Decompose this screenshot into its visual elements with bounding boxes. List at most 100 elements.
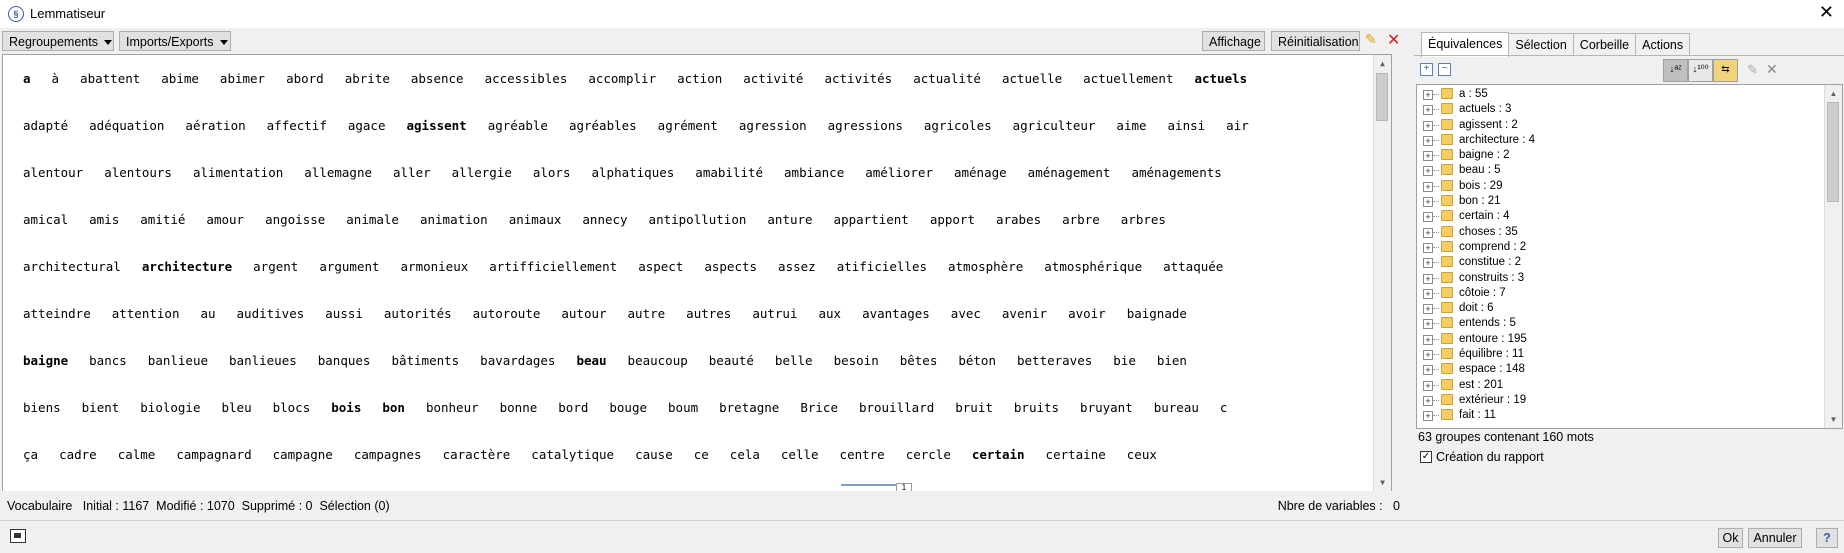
word-item[interactable]: Brice xyxy=(800,400,838,415)
word-item[interactable]: aménagements xyxy=(1131,165,1222,180)
expand-icon[interactable]: + xyxy=(1423,181,1433,192)
word-item[interactable]: avoir xyxy=(1068,306,1106,321)
word-item[interactable]: angoisse xyxy=(265,212,326,227)
word-item[interactable]: adapté xyxy=(23,118,69,133)
word-item[interactable]: bruit xyxy=(955,400,993,415)
word-item[interactable]: calme xyxy=(117,447,156,462)
word-item[interactable]: biologie xyxy=(140,400,201,415)
word-item[interactable]: agace xyxy=(347,118,386,133)
word-item[interactable]: catalytique xyxy=(531,447,615,462)
word-item[interactable]: baignade xyxy=(1126,306,1187,321)
word-item[interactable]: autres xyxy=(686,306,732,321)
word-item[interactable]: amabilité xyxy=(695,165,764,180)
tab-equivalences[interactable]: Équivalences xyxy=(1421,32,1510,57)
expand-icon[interactable]: + xyxy=(1423,197,1433,208)
word-item[interactable]: activité xyxy=(743,71,804,86)
word-item[interactable]: artifficiellement xyxy=(489,259,618,274)
word-item[interactable]: abord xyxy=(286,71,324,86)
tree-item[interactable]: +est : 201 xyxy=(1417,378,1822,393)
word-item[interactable]: allemagne xyxy=(304,165,372,180)
word-item[interactable]: avantages xyxy=(862,306,930,321)
word-item[interactable]: banlieue xyxy=(147,353,209,368)
word-item[interactable]: campagne xyxy=(272,447,333,462)
tab-selection[interactable]: Sélection xyxy=(1508,33,1574,56)
word-item[interactable]: bie xyxy=(1113,353,1136,368)
tree-item[interactable]: +actuels : 3 xyxy=(1417,102,1822,117)
word-item[interactable]: agression xyxy=(738,118,807,133)
word-item[interactable]: atmosphérique xyxy=(1044,259,1143,274)
word-item[interactable]: apport xyxy=(929,212,975,227)
expand-icon[interactable]: + xyxy=(1423,90,1433,100)
expand-icon[interactable]: + xyxy=(1423,334,1433,345)
word-item[interactable]: à xyxy=(51,71,60,86)
word-item[interactable]: autre xyxy=(627,306,666,321)
word-item[interactable]: attention xyxy=(111,306,180,321)
expand-icon[interactable]: + xyxy=(1423,151,1433,162)
word-item[interactable]: bêtes xyxy=(899,353,938,368)
expand-icon[interactable]: + xyxy=(1423,120,1433,131)
word-item[interactable]: alentours xyxy=(104,165,172,180)
console-icon[interactable] xyxy=(10,529,26,543)
word-item[interactable]: arabes xyxy=(995,212,1042,227)
word-item[interactable]: aller xyxy=(393,165,431,180)
affichage-button[interactable]: Affichage xyxy=(1202,31,1265,51)
word-item[interactable]: action xyxy=(677,71,723,86)
tree-item[interactable]: +entends : 5 xyxy=(1417,316,1822,331)
sort-numeric-icon[interactable]: ↓¹⁰⁰ xyxy=(1688,59,1713,82)
expand-icon[interactable]: + xyxy=(1423,258,1433,269)
tree-item[interactable]: +constitue : 2 xyxy=(1417,255,1822,270)
close-icon[interactable]: ✕ xyxy=(1818,2,1834,22)
word-item[interactable]: caractère xyxy=(442,447,511,462)
word-item[interactable]: agissent xyxy=(406,118,467,133)
tree-item[interactable]: +équilibre : 11 xyxy=(1417,347,1822,362)
word-item[interactable]: accomplir xyxy=(588,71,657,86)
word-item[interactable]: bâtiments xyxy=(391,353,460,368)
word-item[interactable]: actuellement xyxy=(1083,71,1174,86)
word-item[interactable]: argent xyxy=(253,259,299,274)
word-item[interactable]: cadre xyxy=(59,447,97,462)
word-item[interactable]: accessibles xyxy=(484,71,568,86)
word-item[interactable]: béton xyxy=(958,353,996,368)
tree-item[interactable]: +baigne : 2 xyxy=(1417,148,1822,163)
word-item[interactable]: aspects xyxy=(704,259,758,274)
word-item[interactable]: alimentation xyxy=(192,165,284,180)
word-item[interactable]: biens xyxy=(23,400,61,415)
word-item[interactable]: agriculteur xyxy=(1012,118,1096,133)
word-item[interactable]: abime xyxy=(161,71,199,86)
expand-icon[interactable]: + xyxy=(1423,135,1433,146)
tree-item[interactable]: +espace : 148 xyxy=(1417,362,1822,377)
ok-button[interactable]: Ok xyxy=(1718,528,1743,548)
word-item[interactable]: ce xyxy=(693,447,709,462)
word-item[interactable]: abattent xyxy=(80,71,141,86)
word-item[interactable]: arbres xyxy=(1120,212,1166,227)
expand-icon[interactable]: + xyxy=(1423,166,1433,177)
word-item[interactable]: améliorer xyxy=(865,165,933,180)
word-item[interactable]: centre xyxy=(839,447,885,462)
tree-item[interactable]: +bon : 21 xyxy=(1417,194,1822,209)
word-item[interactable]: bruits xyxy=(1013,400,1060,415)
word-item[interactable]: bonheur xyxy=(425,400,479,415)
word-item[interactable]: avec xyxy=(950,306,981,321)
help-icon[interactable]: ? xyxy=(1816,528,1838,548)
tab-actions[interactable]: Actions xyxy=(1635,33,1691,56)
word-item[interactable]: campagnes xyxy=(353,447,422,462)
word-item[interactable]: bois xyxy=(331,400,362,415)
scroll-up-icon[interactable]: ▲ xyxy=(1380,59,1385,68)
scroll-down-icon[interactable]: ▼ xyxy=(1380,478,1385,487)
cancel-button[interactable]: Annuler xyxy=(1748,528,1802,548)
word-item[interactable]: beau xyxy=(576,353,607,368)
word-item[interactable]: ça xyxy=(23,447,39,462)
expand-icon[interactable]: + xyxy=(1423,273,1433,284)
expand-icon[interactable]: + xyxy=(1423,411,1433,422)
expand-icon[interactable]: + xyxy=(1423,304,1433,315)
word-item[interactable]: amitié xyxy=(140,212,186,227)
word-item[interactable]: aspect xyxy=(638,259,684,274)
swap-icon[interactable]: ⇆ xyxy=(1713,59,1738,82)
word-item[interactable]: bonne xyxy=(499,400,538,415)
scroll-thumb[interactable] xyxy=(1376,73,1388,121)
word-item[interactable]: amical xyxy=(23,212,69,227)
tree-item[interactable]: +agissent : 2 xyxy=(1417,118,1822,133)
word-item[interactable]: ainsi xyxy=(1167,118,1206,133)
word-item[interactable]: cause xyxy=(635,447,673,462)
tree-item[interactable]: +construits : 3 xyxy=(1417,271,1822,286)
